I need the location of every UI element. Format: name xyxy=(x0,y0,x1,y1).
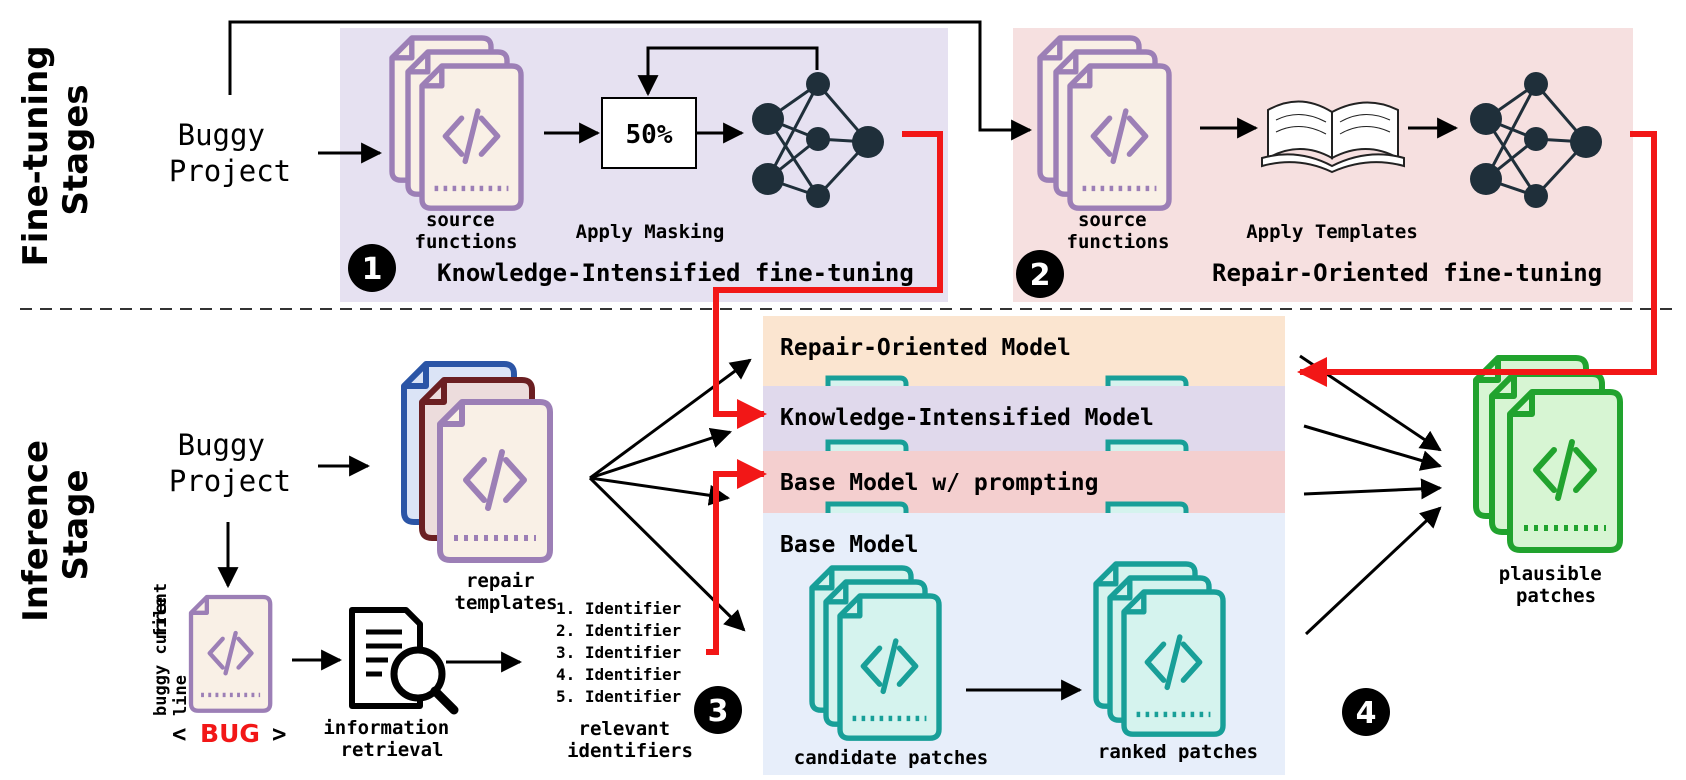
repair-templates-label: repair templates xyxy=(455,570,558,614)
mask-box xyxy=(601,97,697,169)
stage1-number: 1 xyxy=(362,252,383,287)
converge-arrows xyxy=(1299,354,1443,636)
number4-badge xyxy=(1342,688,1390,736)
identifier-4: 4. Identifier xyxy=(556,665,681,684)
information-retrieval-icon xyxy=(349,607,459,715)
repair-templates-docs xyxy=(401,361,550,560)
model-repair-oriented: Repair-Oriented Model xyxy=(780,335,1071,361)
stage1-step-label: Apply Masking xyxy=(576,221,725,243)
identifier-2: 2. Identifier xyxy=(556,621,681,640)
stage1-number-badge xyxy=(348,244,396,292)
inference-buggy-project: Buggy Project xyxy=(169,428,291,498)
number3-badge xyxy=(694,686,742,734)
stage2-number-badge xyxy=(1016,250,1064,298)
identifier-3: 3. Identifier xyxy=(556,643,681,662)
ir-label: information retrieval xyxy=(323,717,460,761)
red-arrow-identifiers-to-prompting xyxy=(706,459,767,655)
stage1-title: Knowledge-Intensified fine-tuning xyxy=(437,259,914,287)
model-base-prompting: Base Model w/ prompting xyxy=(780,470,1099,496)
ranked-patches-docs xyxy=(1096,564,1223,734)
fanout-arrows xyxy=(588,358,752,632)
candidate-patches-docs xyxy=(812,568,939,738)
identifiers-label: relevant identifiers xyxy=(567,718,693,762)
book-icon xyxy=(1261,100,1405,174)
stage2-title: Repair-Oriented fine-tuning xyxy=(1212,259,1602,287)
candidate-patches-label: candidate patches xyxy=(794,747,988,769)
source-functions-docs-2 xyxy=(1040,38,1169,208)
stage2-source-label: source functions xyxy=(1067,209,1170,253)
red-connectors xyxy=(706,131,1657,655)
plausible-patches-docs xyxy=(1476,358,1620,550)
plausible-patches-label: plausible patches xyxy=(1499,563,1613,607)
buggy-file-icon xyxy=(191,597,270,711)
stage1-source-label: source functions xyxy=(415,209,518,253)
feedback-loop-arrow xyxy=(637,46,819,97)
bug-text: BUG xyxy=(200,719,260,748)
inference-label: Inference Stage xyxy=(16,428,96,622)
number3: 3 xyxy=(708,694,729,729)
buggy-file-label: buggy current line file xyxy=(151,573,191,716)
bug-right-bracket: > xyxy=(272,720,286,748)
identifier-1: 1. Identifier xyxy=(556,599,681,618)
stage1-buggy-project: Buggy Project xyxy=(169,118,291,188)
ranked-patches-label: ranked patches xyxy=(1098,741,1258,763)
model-knowledge-intensified: Knowledge-Intensified Model xyxy=(780,405,1154,431)
stage2-step-label: Apply Templates xyxy=(1246,221,1418,243)
number4: 4 xyxy=(1356,696,1377,731)
source-functions-docs-1 xyxy=(392,38,521,208)
model-base: Base Model xyxy=(780,532,918,558)
identifier-5: 5. Identifier xyxy=(556,687,681,706)
stage2-number: 2 xyxy=(1030,258,1051,293)
mask-percent: 50% xyxy=(626,120,673,150)
bug-left-bracket: < xyxy=(172,720,186,748)
identifier-list: 1. Identifier 2. Identifier 3. Identifie… xyxy=(556,599,681,706)
red-arrow-stage1-to-ki-model xyxy=(713,131,943,429)
red-arrow-stage2-to-ro-model xyxy=(1297,131,1657,387)
arrow-project-to-stage2 xyxy=(228,20,1033,141)
fine-tuning-label: Fine-tuning Stages xyxy=(16,34,96,267)
